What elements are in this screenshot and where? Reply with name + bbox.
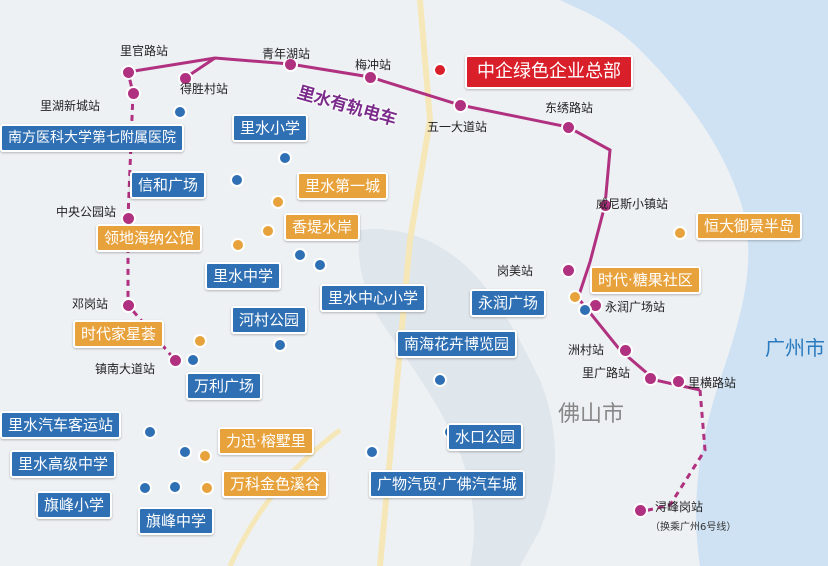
station-dot bbox=[363, 70, 378, 85]
station-label: 五一大道站 bbox=[427, 120, 488, 134]
station-dot bbox=[121, 298, 136, 313]
station-label: 洲村站 bbox=[568, 343, 605, 357]
poi-tag[interactable]: 里水中心小学 bbox=[320, 284, 427, 312]
poi-tag[interactable]: 里水第一城 bbox=[297, 172, 389, 200]
poi-pin bbox=[230, 173, 244, 187]
poi-pin bbox=[273, 338, 287, 352]
station-label: 里横路站 bbox=[688, 376, 737, 390]
station-dot bbox=[561, 120, 576, 135]
city-label-guangzhou: 广州市 bbox=[765, 336, 825, 360]
poi-pin bbox=[568, 290, 582, 304]
station-label: 里湖新城站 bbox=[40, 99, 101, 113]
station-dot bbox=[643, 371, 658, 386]
poi-tag[interactable]: 南海花卉博览园 bbox=[396, 330, 518, 358]
station-label: 邓岗站 bbox=[72, 297, 109, 311]
station-label: 梅冲站 bbox=[355, 58, 392, 72]
station-dot bbox=[126, 86, 141, 101]
poi-tag[interactable]: 水口公园 bbox=[447, 423, 524, 451]
poi-tag[interactable]: 广物汽贸·广佛汽车城 bbox=[369, 470, 525, 498]
poi-tag[interactable]: 领地海纳公馆 bbox=[96, 224, 203, 252]
poi-tag[interactable]: 旗峰小学 bbox=[36, 491, 113, 519]
city-label-foshan: 佛山市 bbox=[558, 402, 625, 427]
station-label: 岗美站 bbox=[497, 264, 534, 278]
station-label: 中央公园站 bbox=[56, 205, 117, 219]
poi-tag[interactable]: 里水小学 bbox=[232, 114, 309, 142]
poi-tag[interactable]: 时代家星荟 bbox=[73, 320, 165, 348]
poi-pin bbox=[231, 238, 245, 252]
station-dot bbox=[121, 65, 136, 80]
road bbox=[377, 0, 434, 566]
poi-tag[interactable]: 里水高级中学 bbox=[10, 450, 117, 478]
station-dot bbox=[178, 71, 193, 86]
poi-pin bbox=[313, 258, 327, 272]
poi-tag[interactable]: 香堤水岸 bbox=[284, 213, 361, 241]
station-label: 东绣路站 bbox=[545, 101, 594, 115]
tram-line-dashed bbox=[126, 92, 707, 514]
poi-tag[interactable]: 力迅·榕墅里 bbox=[218, 427, 314, 455]
poi-pin bbox=[200, 481, 214, 495]
poi-tag[interactable]: 河村公园 bbox=[231, 306, 308, 334]
poi-pin bbox=[433, 373, 447, 387]
station-label: 青年湖站 bbox=[262, 47, 311, 61]
station-label: 永润广场站 bbox=[605, 300, 666, 314]
poi-pin bbox=[278, 151, 292, 165]
poi-tag[interactable]: 旗峰中学 bbox=[138, 507, 215, 535]
poi-pin bbox=[143, 425, 157, 439]
poi-tag[interactable]: 万利广场 bbox=[186, 372, 263, 400]
poi-tag[interactable]: 里水汽车客运站 bbox=[0, 411, 122, 439]
hq-pin bbox=[433, 63, 447, 77]
hq-tag[interactable]: 中企绿色企业总部 bbox=[465, 55, 633, 89]
poi-pin bbox=[186, 353, 200, 367]
poi-tag[interactable]: 万科金色溪谷 bbox=[222, 470, 329, 498]
poi-pin bbox=[138, 481, 152, 495]
station-dot bbox=[633, 503, 648, 518]
station-label: 里广路站 bbox=[582, 366, 631, 380]
station-dot bbox=[598, 198, 613, 213]
poi-tag[interactable]: 永润广场 bbox=[470, 289, 547, 317]
poi-pin bbox=[173, 105, 187, 119]
station-dot bbox=[618, 343, 633, 358]
poi-pin bbox=[673, 226, 687, 240]
station-label: 威尼斯小镇站 bbox=[596, 197, 669, 211]
poi-tag[interactable]: 时代·糖果社区 bbox=[590, 266, 701, 294]
station-dot bbox=[453, 98, 468, 113]
station-dot bbox=[671, 374, 686, 389]
poi-tag[interactable]: 南方医科大学第七附属医院 bbox=[0, 124, 184, 152]
poi-pin bbox=[178, 445, 192, 459]
poi-pin bbox=[365, 445, 379, 459]
poi-pin bbox=[168, 480, 182, 494]
poi-tag[interactable]: 恒大御景半岛 bbox=[696, 212, 803, 240]
poi-tag[interactable]: 信和广场 bbox=[130, 171, 207, 199]
poi-pin bbox=[198, 449, 212, 463]
river-right bbox=[560, 0, 828, 566]
poi-pin bbox=[271, 195, 285, 209]
station-dot bbox=[283, 57, 298, 72]
station-dot bbox=[168, 353, 183, 368]
tram-line-solid bbox=[126, 56, 701, 392]
station-label: 镇南大道站 bbox=[95, 362, 156, 376]
station-dot bbox=[561, 263, 576, 278]
poi-pin bbox=[293, 248, 307, 262]
poi-tag[interactable]: 里水中学 bbox=[205, 262, 282, 290]
poi-pin bbox=[261, 224, 275, 238]
station-label: 得胜村站 bbox=[180, 82, 229, 96]
poi-pin bbox=[193, 334, 207, 348]
station-label: 浔峰岗站 bbox=[655, 500, 704, 514]
station-label: 里官路站 bbox=[120, 44, 169, 58]
poi-pin bbox=[578, 303, 592, 317]
transfer-note: （换乘广州6号线） bbox=[650, 522, 737, 533]
